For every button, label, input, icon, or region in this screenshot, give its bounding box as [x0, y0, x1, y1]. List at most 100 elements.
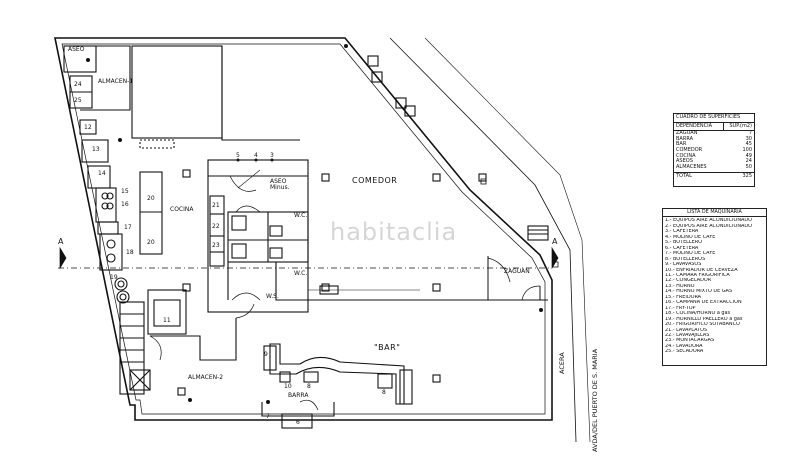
label-barra: BARRA — [288, 392, 309, 399]
list-item: 3.- CAFETERA — [665, 229, 699, 235]
equip-15: 15 — [121, 188, 129, 195]
equip-8-right: 8 — [382, 389, 386, 396]
surfaces-table: CUADRO DE SUPERFICIES DEPENDENCIA SUP.(m… — [673, 113, 755, 187]
upper-storage — [131, 45, 223, 139]
surfaces-total-label: TOTAL — [676, 173, 692, 180]
label-aseo-top: ASEO — [68, 46, 85, 53]
surface-name: COMEDOR — [676, 146, 703, 153]
camara-frigorifica — [147, 289, 187, 335]
surface-value: 50 — [745, 163, 752, 170]
list-item: 6.- CAFETERA — [665, 245, 699, 251]
outer-wall-inner — [61, 43, 546, 415]
surface-name: COCINA — [676, 152, 696, 159]
surfaces-col-dependencia: DEPENDENCIA — [676, 122, 713, 129]
list-item: 21.- LAVAPLATOS — [665, 327, 708, 333]
list-item: 8.- BOTELLEROS — [665, 256, 706, 262]
watermark-text: habitaclia — [330, 218, 458, 246]
machinery-list: LISTA DE MAQUINARIA 1.- EQUIPOS AIRE ACO… — [662, 208, 767, 366]
equip-8-left: 8 — [307, 383, 311, 390]
surface-name: ZAGUAN — [676, 130, 698, 137]
label-aseo-minus: ASEO Minus. — [270, 178, 290, 191]
surface-value: 30 — [745, 135, 752, 142]
equip-3: 3 — [270, 152, 274, 159]
table-row: BARRA 30 — [674, 135, 754, 143]
surfaces-total-value: 325 — [742, 173, 752, 180]
equip-5: 5 — [236, 152, 240, 159]
equip-12: 12 — [84, 124, 92, 131]
stairs — [119, 301, 145, 395]
section-mark-left: A — [58, 237, 64, 246]
list-item: 16.- CAMPANA DE EXTRACCION — [665, 300, 742, 306]
equip-14: 14 — [98, 170, 106, 177]
equip-17: 17 — [124, 224, 132, 231]
surface-value: 45 — [745, 141, 752, 148]
label-almacen-1: ALMACEN-1 — [98, 78, 134, 85]
list-item: 9.- LAVAVASOS — [665, 262, 702, 268]
outer-wall — [54, 37, 553, 421]
equip-6: 6 — [296, 419, 300, 426]
list-item: 20.- FRIGORIFICO SOTABANCO — [665, 322, 740, 328]
label-cocina: COCINA — [170, 206, 194, 213]
label-zaguan: ZAGUAN — [504, 268, 530, 275]
label-bar: "BAR" — [374, 343, 401, 352]
list-item: 22.- LAVAVAJILLAS — [665, 332, 710, 338]
list-item: 12.- CONGELADOR — [665, 278, 712, 284]
equip-4: 4 — [254, 152, 258, 159]
list-item: 2.- EQUIPOS AIRE ACONDICIONADO — [665, 223, 752, 229]
surfaces-header: DEPENDENCIA SUP.(m2) — [674, 122, 754, 132]
equip-18: 18 — [126, 249, 134, 256]
list-item: 14.- HORNO MIXTO DE GAS — [665, 289, 733, 295]
list-item: 15.- FREIDORA — [665, 294, 702, 300]
table-row: COMEDOR 100 — [674, 146, 754, 154]
section-mark-right: A — [552, 237, 558, 246]
list-item: 13.- HORNO — [665, 283, 695, 289]
equip-19: 19 — [110, 274, 118, 281]
list-item: 7.- MOLINO DE CAFE — [665, 251, 716, 257]
surface-name: BARRA — [676, 135, 694, 142]
surface-value: 24 — [745, 158, 752, 165]
label-comedor: COMEDOR — [352, 176, 398, 185]
equip-9: 9 — [264, 351, 268, 358]
equip-23: 23 — [212, 242, 220, 249]
surfaces-title: CUADRO DE SUPERFICIES — [674, 114, 754, 123]
aseo-top-room — [63, 45, 97, 73]
list-item: 1.- EQUIPOS AIRE ACONDICIONADO — [665, 218, 752, 224]
sidewalk-line — [389, 37, 577, 443]
equip-22: 22 — [212, 223, 220, 230]
equip-20-upper: 20 — [147, 195, 155, 202]
label-wc-1: W.C. — [294, 212, 308, 219]
surface-value: 7 — [748, 130, 752, 137]
machinery-title: LISTA DE MAQUINARIA — [663, 209, 766, 218]
equip-24: 24 — [74, 81, 82, 88]
list-item: 19.- HORNILLO PAELLERO a gas — [665, 316, 743, 322]
equip-13: 13 — [92, 146, 100, 153]
equip-7: 7 — [266, 413, 270, 420]
label-ws: W.S. — [266, 293, 279, 300]
table-row: ASEOS 24 — [674, 159, 754, 165]
list-item: 24.- LAVADORA — [665, 343, 703, 349]
surfaces-col-sup: SUP.(m2) — [723, 122, 754, 131]
surface-name: BAR — [676, 141, 687, 148]
equip-16: 16 — [121, 201, 129, 208]
list-item: 17.- FRY-TOP — [665, 305, 696, 311]
list-item: 5.- BOTELLERO — [665, 240, 702, 246]
label-acera: ACERA — [558, 352, 566, 374]
list-item: 18.- COCINA/HORNO a gas — [665, 311, 731, 317]
label-wc-2: W.C. — [294, 270, 308, 277]
street-line — [424, 37, 591, 443]
list-item: 11.- CAMARA FRIGORIFICA — [665, 272, 730, 278]
zaguan-walls — [487, 256, 541, 300]
label-street: AVDA/DEL PUERTO DE S. MARIA — [591, 348, 599, 452]
list-item: 23.- MONTACARGAS — [665, 338, 715, 344]
surface-name: ASEOS — [676, 158, 693, 165]
surface-value: 100 — [742, 146, 752, 153]
almacen-1-walls — [80, 45, 131, 111]
label-almacen-2: ALMACEN-2 — [188, 374, 224, 381]
equip-20-lower: 20 — [147, 239, 155, 246]
table-row: ZAGUAN 7 — [674, 131, 754, 137]
